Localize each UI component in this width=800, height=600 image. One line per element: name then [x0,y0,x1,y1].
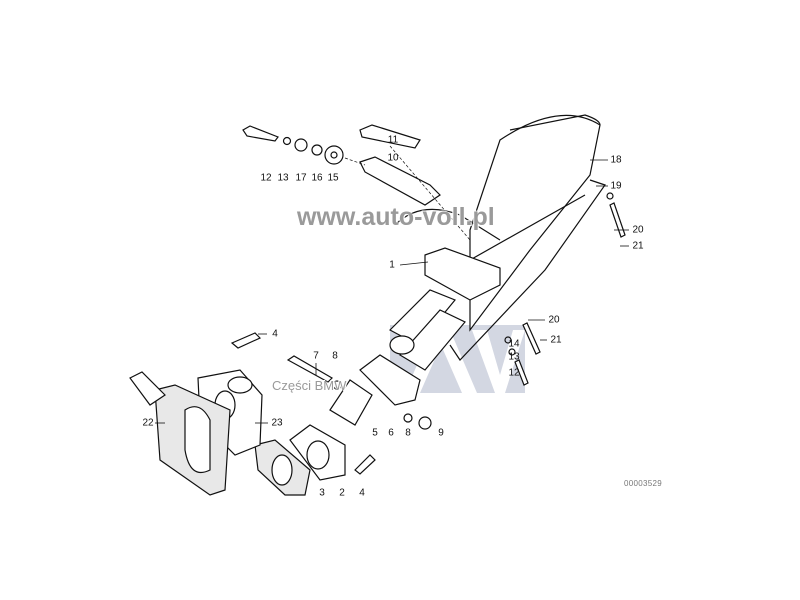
part-label[interactable]: 1 [389,259,395,271]
parts-drawing [129,114,626,496]
part-label[interactable]: 23 [271,417,283,429]
part-label[interactable]: 10 [387,152,399,164]
part-label[interactable]: 4 [359,487,365,499]
leader-lines [155,159,629,424]
part-label[interactable]: 2 [339,487,345,499]
bracket [424,247,501,301]
part-label[interactable]: 14 [508,338,520,350]
part-label[interactable]: 13 [508,351,520,363]
diagram-number: 00003529 [624,479,662,488]
part-label[interactable]: 16 [311,172,323,184]
flange-6 [359,354,421,406]
part-label[interactable]: 20 [548,314,560,326]
part-label[interactable]: 18 [610,154,622,166]
part-label[interactable]: 17 [295,172,307,184]
part-label[interactable]: 15 [327,172,339,184]
part-label[interactable]: 7 [313,350,319,362]
part-label[interactable]: 5 [372,427,378,439]
part-label[interactable]: 13 [277,172,289,184]
strap-11 [359,124,421,149]
part-label[interactable]: 3 [319,487,325,499]
tail-pipe [399,309,466,371]
watermark-url: www.auto-voll.pl [297,203,495,231]
part-label[interactable]: 21 [632,240,644,252]
bracket-10 [359,156,441,206]
part-label[interactable]: 22 [142,417,154,429]
part-label[interactable]: 11 [387,134,399,146]
watermark-subtitle: Części BMW [272,378,347,393]
part-label[interactable]: 8 [405,427,411,439]
part-label[interactable]: 4 [272,328,278,340]
part-label[interactable]: 12 [508,367,520,379]
part-label[interactable]: 6 [388,427,394,439]
pipe-5 [329,379,373,426]
part-label[interactable]: 9 [438,427,444,439]
part-label[interactable]: 8 [332,350,338,362]
part-label[interactable]: 12 [260,172,272,184]
part-label[interactable]: 20 [632,224,644,236]
part-label[interactable]: 19 [610,180,622,192]
part-label[interactable]: 21 [550,334,562,346]
